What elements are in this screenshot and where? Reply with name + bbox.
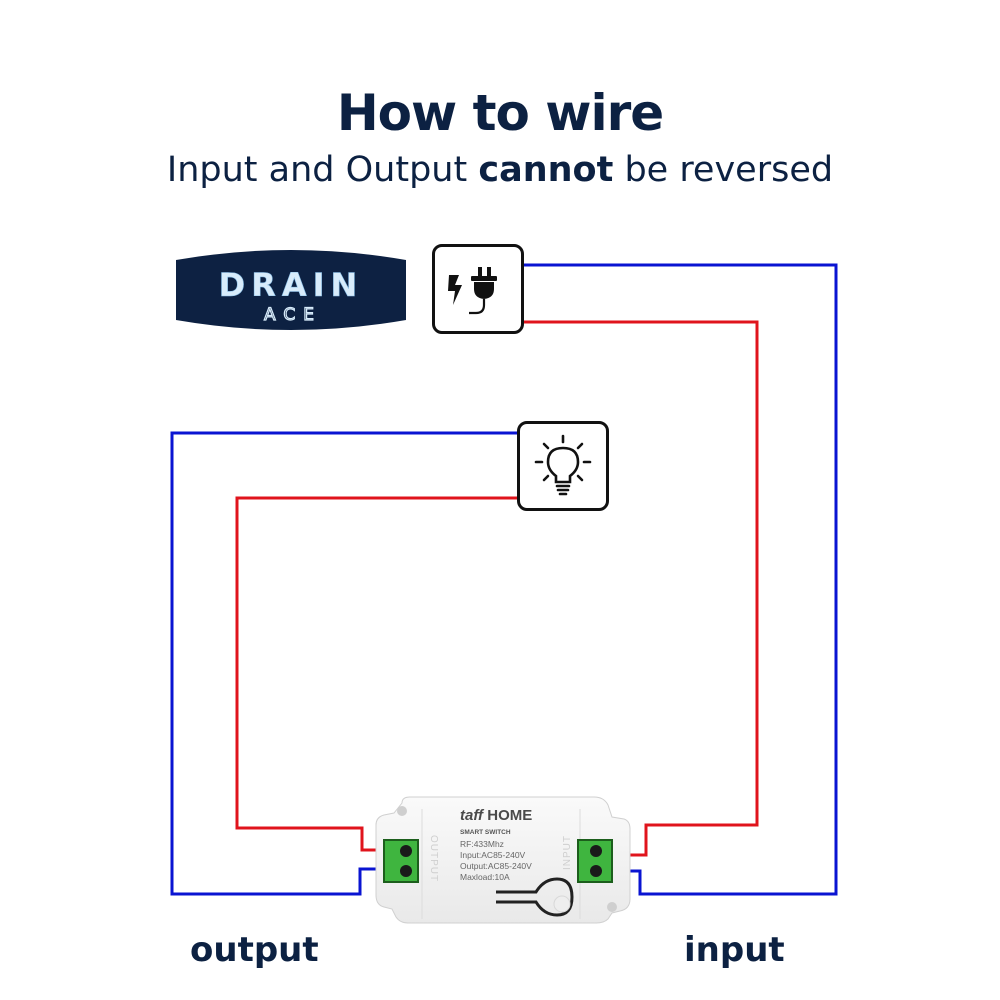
output-live-wire [235,496,517,852]
input-live-wire [524,320,759,857]
output-terminal-screw-l [400,845,412,857]
logo-line2: ACE [264,305,322,325]
logo-line1: DRAIN [219,266,364,304]
device-body [375,796,631,924]
drain-ace-logo: DRAIN ACE [176,250,406,330]
spec-output: Output:AC85-240V [460,861,532,871]
plug-with-lightning-icon [448,267,497,315]
subtitle-post: be reversed [613,150,834,190]
subtitle-pre: Input and Output [166,150,479,190]
output-terminal-block [383,839,419,883]
subtitle-emphasis: cannot [478,150,614,190]
device-brand: taff HOME [460,807,532,824]
input-label: input [684,930,785,970]
smart-switch-device: taff HOME SMART SWITCH RF:433Mhz Input:A… [372,795,632,925]
input-terminal-screw-n [590,865,602,877]
device-specs: RF:433Mhz Input:AC85-240V Output:AC85-24… [460,839,532,883]
power-source-box [432,244,524,334]
spec-rf: RF:433Mhz [460,839,504,849]
logo-badge [176,250,406,330]
brand-suffix: HOME [487,807,533,824]
input-terminal-screw-l [590,845,602,857]
output-terminal-screw-n [400,865,412,877]
device-model: SMART SWITCH [460,829,511,836]
spec-input: Input:AC85-240V [460,850,526,860]
lightning-icon [448,275,462,305]
input-neutral-wire [524,263,838,896]
spec-maxload: Maxload:10A [460,872,510,882]
output-side-label: OUTPUT [428,835,439,883]
input-side-label: INPUT [562,835,573,870]
brand-prefix: taff [460,807,484,824]
light-bulb-icon [534,434,592,496]
load-box [517,421,609,511]
output-label: output [190,930,319,970]
pair-button-symbol [496,877,574,917]
output-neutral-wire [170,431,517,896]
page-title: How to wire [336,84,664,142]
page-subtitle: Input and Output cannot be reversed [0,150,1000,190]
